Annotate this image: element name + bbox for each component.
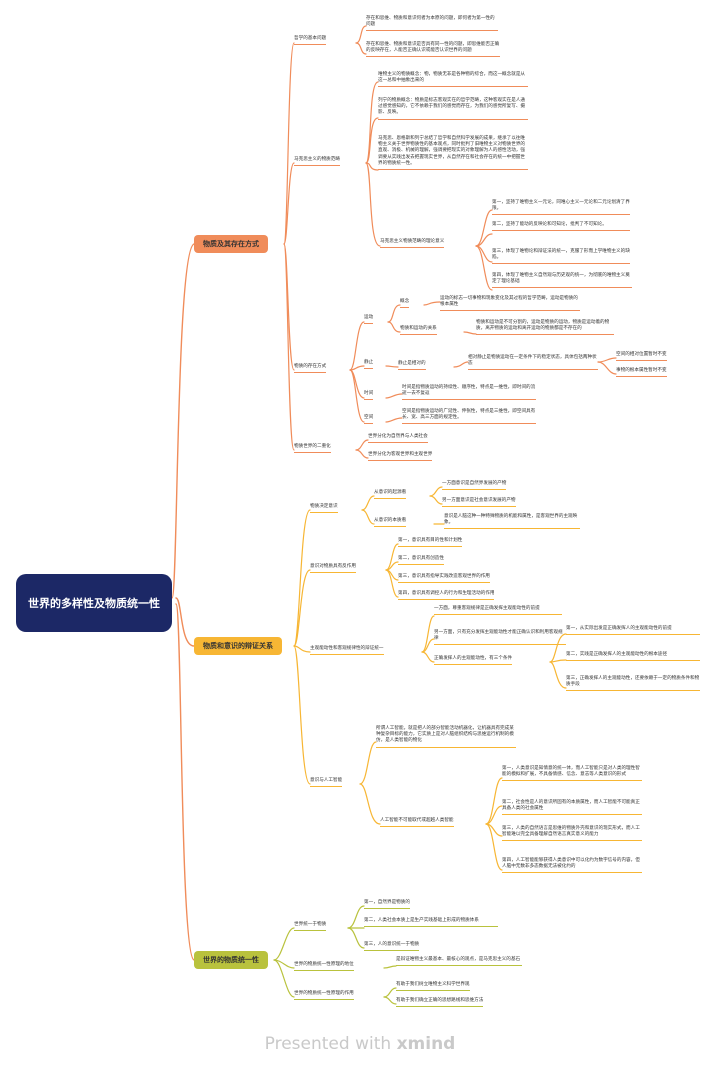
topic-origin-society[interactable]: 另一方面意识是社会意识发展的产物 <box>442 498 516 508</box>
topic-ai-first[interactable]: 第一，人类意识是知情意的统一体，而人工智能只是对人类的理性智能的模拟和扩展，不具… <box>502 766 642 782</box>
topic-basic-question[interactable]: 哲学的基本问题 <box>294 36 327 46</box>
topic-space-text[interactable]: 空间是指物质运动的广延性、伸张性，特点是三维性，即空间具有长、宽、高三方面的规定… <box>402 409 536 425</box>
topic-basic-question-first[interactable]: 存在和思维、物质和意识何者为本原的问题，即何者为第一性的问题 <box>366 16 498 32</box>
topic-unity-consciousness[interactable]: 第三，人的意识统一于物质 <box>364 942 420 952</box>
topic-effect-worldview[interactable]: 有助于我们树立唯物主义科学世界观 <box>396 982 470 992</box>
topic-duality-nature-society[interactable]: 世界分化为自然界与人类社会 <box>368 434 428 444</box>
topic-three-conditions[interactable]: 正确发挥人的主观能动性，有三个条件 <box>434 656 513 666</box>
xmind-logo: xmind <box>396 1034 456 1054</box>
presented-with-xmind: Presented with xmind <box>0 1034 720 1054</box>
topic-time[interactable]: 时间 <box>364 391 374 401</box>
topic-react-second[interactable]: 第二，意识具有创造性 <box>398 556 444 566</box>
branch-matter-consciousness[interactable]: 物质和意识的辩证关系 <box>194 637 282 655</box>
topic-react-third[interactable]: 第三，意识具有指导实践改造客观世界的作用 <box>398 574 490 584</box>
root-topic-label: 世界的多样性及物质统一性 <box>28 596 160 610</box>
topic-significance-second[interactable]: 第二，坚持了能动的反映论和可知论，批判了不可知论。 <box>492 222 630 232</box>
topic-ai[interactable]: 意识与人工智能 <box>310 778 343 788</box>
topic-effect-method[interactable]: 有助于我们确立正确的思想路线和思维方法 <box>396 998 484 1008</box>
topic-marxist-matter[interactable]: 马克思主义的物质范畴 <box>294 157 340 167</box>
topic-significance-third[interactable]: 第三，体现了唯物论和辩证法的统一，克服了形而上学唯物主义的缺陷。 <box>492 249 630 265</box>
root-topic[interactable]: 世界的多样性及物质统一性 <box>16 574 172 632</box>
topic-ai-third[interactable]: 第三，人类的自然语言是思维的物质外壳和意识的现实形式，而人工智能难以完全具备理解… <box>502 826 642 842</box>
topic-essence-text[interactable]: 意识是人脑这种一种特殊物质的机能和属性，是客观世界的主观映象。 <box>444 514 580 530</box>
footer-presented: Presented with <box>264 1034 392 1054</box>
topic-significance-fourth[interactable]: 第四，体现了唯物主义自然观与历史观的统一，为彻底的唯物主义奠定了理论基础 <box>492 273 632 289</box>
topic-motion-concept[interactable]: 概念 <box>400 299 410 309</box>
topic-old-materialism-concept[interactable]: 唯物主义的物质概念：物，物质无非是各种物的综合，而这一概念就是从这一总和中抽象出… <box>378 72 528 88</box>
topic-rest-definition[interactable]: 相对静止是物质运动在一定条件下的稳定状态，具体包括两种状态 <box>468 355 598 371</box>
topic-space[interactable]: 空间 <box>364 415 374 425</box>
topic-ai-fourth[interactable]: 第四，人工智能能够获得人类意识中可以化约为数字信号的内容，但人脑中无数非多态数据… <box>502 858 642 874</box>
topic-principle-status[interactable]: 世界的物质统一性原理的地位 <box>294 962 354 972</box>
topic-consciousness-reacts[interactable]: 意识对物质具有反作用 <box>310 564 356 574</box>
topic-condition-first[interactable]: 第一，从实际出发是正确发挥人的主观能动性的前提 <box>566 626 700 636</box>
topic-rest-attribute[interactable]: 事物的根本属性暂时不变 <box>616 368 667 378</box>
topic-theoretical-significance[interactable]: 马克思主义物质范畴的理论意义 <box>380 239 445 249</box>
topic-significance-first[interactable]: 第一，坚持了唯物主义一元论，同唯心主义一元论和二元论划清了界限。 <box>492 200 630 216</box>
topic-unity-second[interactable]: 另一方面，只有充分发挥主观能动性才能正确认识和利用客观规律 <box>434 630 566 646</box>
topic-duality-objective-subjective[interactable]: 世界分化为客观世界和主观世界 <box>368 452 433 462</box>
topic-ai-second[interactable]: 第二，社会性是人的意识所固有的本质属性，而人工智能不可能真正具备人类的社会属性 <box>502 800 642 816</box>
topic-ai-cannot-replace[interactable]: 人工智能不可能取代或超越人类智能 <box>380 818 454 828</box>
topic-basic-question-second[interactable]: 存在和思维、物质和意识是否具有同一性的问题，即思维能否正确的反映存在，人能否正确… <box>366 42 500 58</box>
topic-world-duality[interactable]: 物质世界的二重化 <box>294 444 331 454</box>
topic-matter-motion-relation[interactable]: 物质和运动的关系 <box>400 326 437 336</box>
topic-motion[interactable]: 运动 <box>364 315 374 325</box>
topic-matter-existence-mode[interactable]: 物质的存在方式 <box>294 364 327 374</box>
topic-condition-second[interactable]: 第二，实践是正确发挥人的主观能动性的根本途径 <box>566 652 700 662</box>
topic-time-text[interactable]: 时间是指物质运动的持续性、顺序性，特点是一维性，即时间的流逝一去不复返 <box>402 385 536 401</box>
topic-marx-engels-summary[interactable]: 马克思、恩格斯和列宁总结了哲学和自然科学发展的成果，继承了以往唯物主义关于世界物… <box>378 136 528 171</box>
topic-world-unified-matter[interactable]: 世界统一于物质 <box>294 922 327 932</box>
topic-react-fourth[interactable]: 第四，意识具有调控人的行为和生理活动的作用 <box>398 591 495 601</box>
topic-essence-view[interactable]: 从意识的本质看 <box>374 518 407 528</box>
topic-origin-nature[interactable]: 一方面意识是自然界发展的产物 <box>442 481 507 491</box>
topic-ai-definition[interactable]: 所谓人工智能，就是把人的部分智能活动机器化，让机器具有完成某种复杂目标的能力，它… <box>376 726 516 748</box>
topic-condition-third[interactable]: 第三，正确发挥人的主观能动性，还要依赖于一定的物质条件和物质手段 <box>566 676 700 692</box>
topic-rest[interactable]: 静止 <box>364 360 374 370</box>
topic-react-first[interactable]: 第一，意识具有目的性和计划性 <box>398 538 463 548</box>
topic-subjective-objective-unity[interactable]: 主观能动性和客观规律性的辩证统一 <box>310 646 384 656</box>
topic-status-text[interactable]: 是辩证唯物主义最基本、最核心的观点，是马克思主义的基石 <box>396 957 522 967</box>
topic-unity-society[interactable]: 第二，人类社会本质上是生产实践基础上形成的物质体系 <box>364 918 498 928</box>
topic-principle-effect[interactable]: 世界的物质统一性原理的作用 <box>294 991 354 1001</box>
topic-unity-first[interactable]: 一方面，尊重客观规律是正确发挥主观能动性的前提 <box>434 606 562 616</box>
topic-motion-concept-text[interactable]: 运动的标志一切事物和现象变化及其过程的哲学范畴，运动是物质的根本属性 <box>440 296 580 312</box>
topic-matter-motion-relation-text[interactable]: 物质和运动是不可分割的，运动是物质的运动，物质是运动着的物质，离开物质的运动和离… <box>476 320 614 336</box>
topic-unity-nature[interactable]: 第一，自然界是物质的 <box>364 900 410 910</box>
topic-matter-decides[interactable]: 物质决定意识 <box>310 504 338 514</box>
topic-rest-relative[interactable]: 静止是相对的 <box>398 361 426 371</box>
branch-matter-existence[interactable]: 物质及其存在方式 <box>194 235 268 253</box>
topic-lenin-concept[interactable]: 列宁的物质概念：物质是标志客观实在的哲学范畴，这种客观实在是人通过感觉感知的，它… <box>378 98 528 120</box>
topic-rest-position[interactable]: 空间的相对位置暂时不变 <box>616 352 667 362</box>
branch-material-unity[interactable]: 世界的物质统一性 <box>194 951 268 969</box>
topic-origin-view[interactable]: 从意识的起源看 <box>374 490 407 500</box>
